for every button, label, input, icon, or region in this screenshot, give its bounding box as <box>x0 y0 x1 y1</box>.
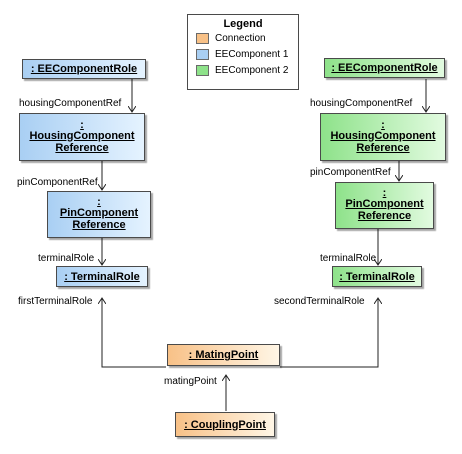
node-label: : TerminalRole <box>64 270 140 283</box>
node-label: : MatingPoint <box>188 349 259 361</box>
node-label-line1: HousingComponent <box>330 129 436 142</box>
mating-point-label: matingPoint <box>164 376 217 387</box>
legend-item-eecomponent-2: EEComponent 2 <box>196 62 298 78</box>
second-terminal-role-label: secondTerminalRole <box>274 296 365 307</box>
node-colon: : <box>381 118 385 131</box>
left-terminal-role-label: terminalRole <box>38 253 95 264</box>
left-housing-ref-label: housingComponentRef <box>19 98 122 109</box>
right-terminal-role[interactable]: : TerminalRole <box>332 266 422 287</box>
left-pin-component-reference[interactable]: : PinComponent Reference <box>47 191 151 238</box>
left-terminal-role[interactable]: : TerminalRole <box>56 266 148 287</box>
node-colon: : <box>382 187 387 199</box>
right-housing-ref-label: housingComponentRef <box>310 98 413 109</box>
node-label-line2: Reference <box>72 219 126 231</box>
legend-item-connection: Connection <box>196 30 298 46</box>
node-label-line1: PinComponent <box>59 207 139 219</box>
legend-swatch <box>196 32 209 44</box>
left-ee-component-role[interactable]: : EEComponentRole <box>22 59 146 79</box>
node-label-line2: Reference <box>55 141 109 154</box>
node-label: : TerminalRole <box>339 270 415 283</box>
legend-swatch <box>196 48 209 60</box>
node-colon: : <box>80 118 84 131</box>
node-label: : CouplingPoint <box>184 418 266 431</box>
node-label: : EEComponentRole <box>30 63 138 75</box>
left-pin-ref-label: pinComponentRef <box>17 177 98 188</box>
node-colon: : <box>97 196 101 208</box>
first-terminal-role-label: firstTerminalRole <box>18 296 93 307</box>
right-ee-component-role[interactable]: : EEComponentRole <box>324 58 445 78</box>
legend-label: EEComponent 1 <box>215 48 289 60</box>
legend-title: Legend <box>223 18 263 30</box>
legend-swatch <box>196 64 209 76</box>
right-pin-ref-label: pinComponentRef <box>310 167 391 178</box>
legend: Legend Connection EEComponent 1 EECompon… <box>187 14 299 90</box>
coupling-point[interactable]: : CouplingPoint <box>175 412 275 437</box>
legend-item-eecomponent-1: EEComponent 1 <box>196 46 298 62</box>
right-housing-component-reference[interactable]: : HousingComponent Reference <box>320 113 446 161</box>
node-label-line1: PinComponent <box>345 198 424 210</box>
right-terminal-role-label: terminalRole <box>320 253 377 264</box>
second-terminal-link <box>280 298 378 368</box>
mating-point[interactable]: : MatingPoint <box>167 344 280 366</box>
legend-label: Connection <box>215 32 266 44</box>
left-housing-component-reference[interactable]: : HousingComponent Reference <box>19 113 145 161</box>
right-pin-component-reference[interactable]: : PinComponent Reference <box>335 182 434 229</box>
legend-label: EEComponent 2 <box>215 64 289 76</box>
first-terminal-link <box>102 298 166 368</box>
node-label-line1: HousingComponent <box>29 129 135 142</box>
node-label: : EEComponentRole <box>331 62 438 74</box>
node-label-line2: Reference <box>356 141 410 154</box>
node-label-line2: Reference <box>357 210 412 222</box>
